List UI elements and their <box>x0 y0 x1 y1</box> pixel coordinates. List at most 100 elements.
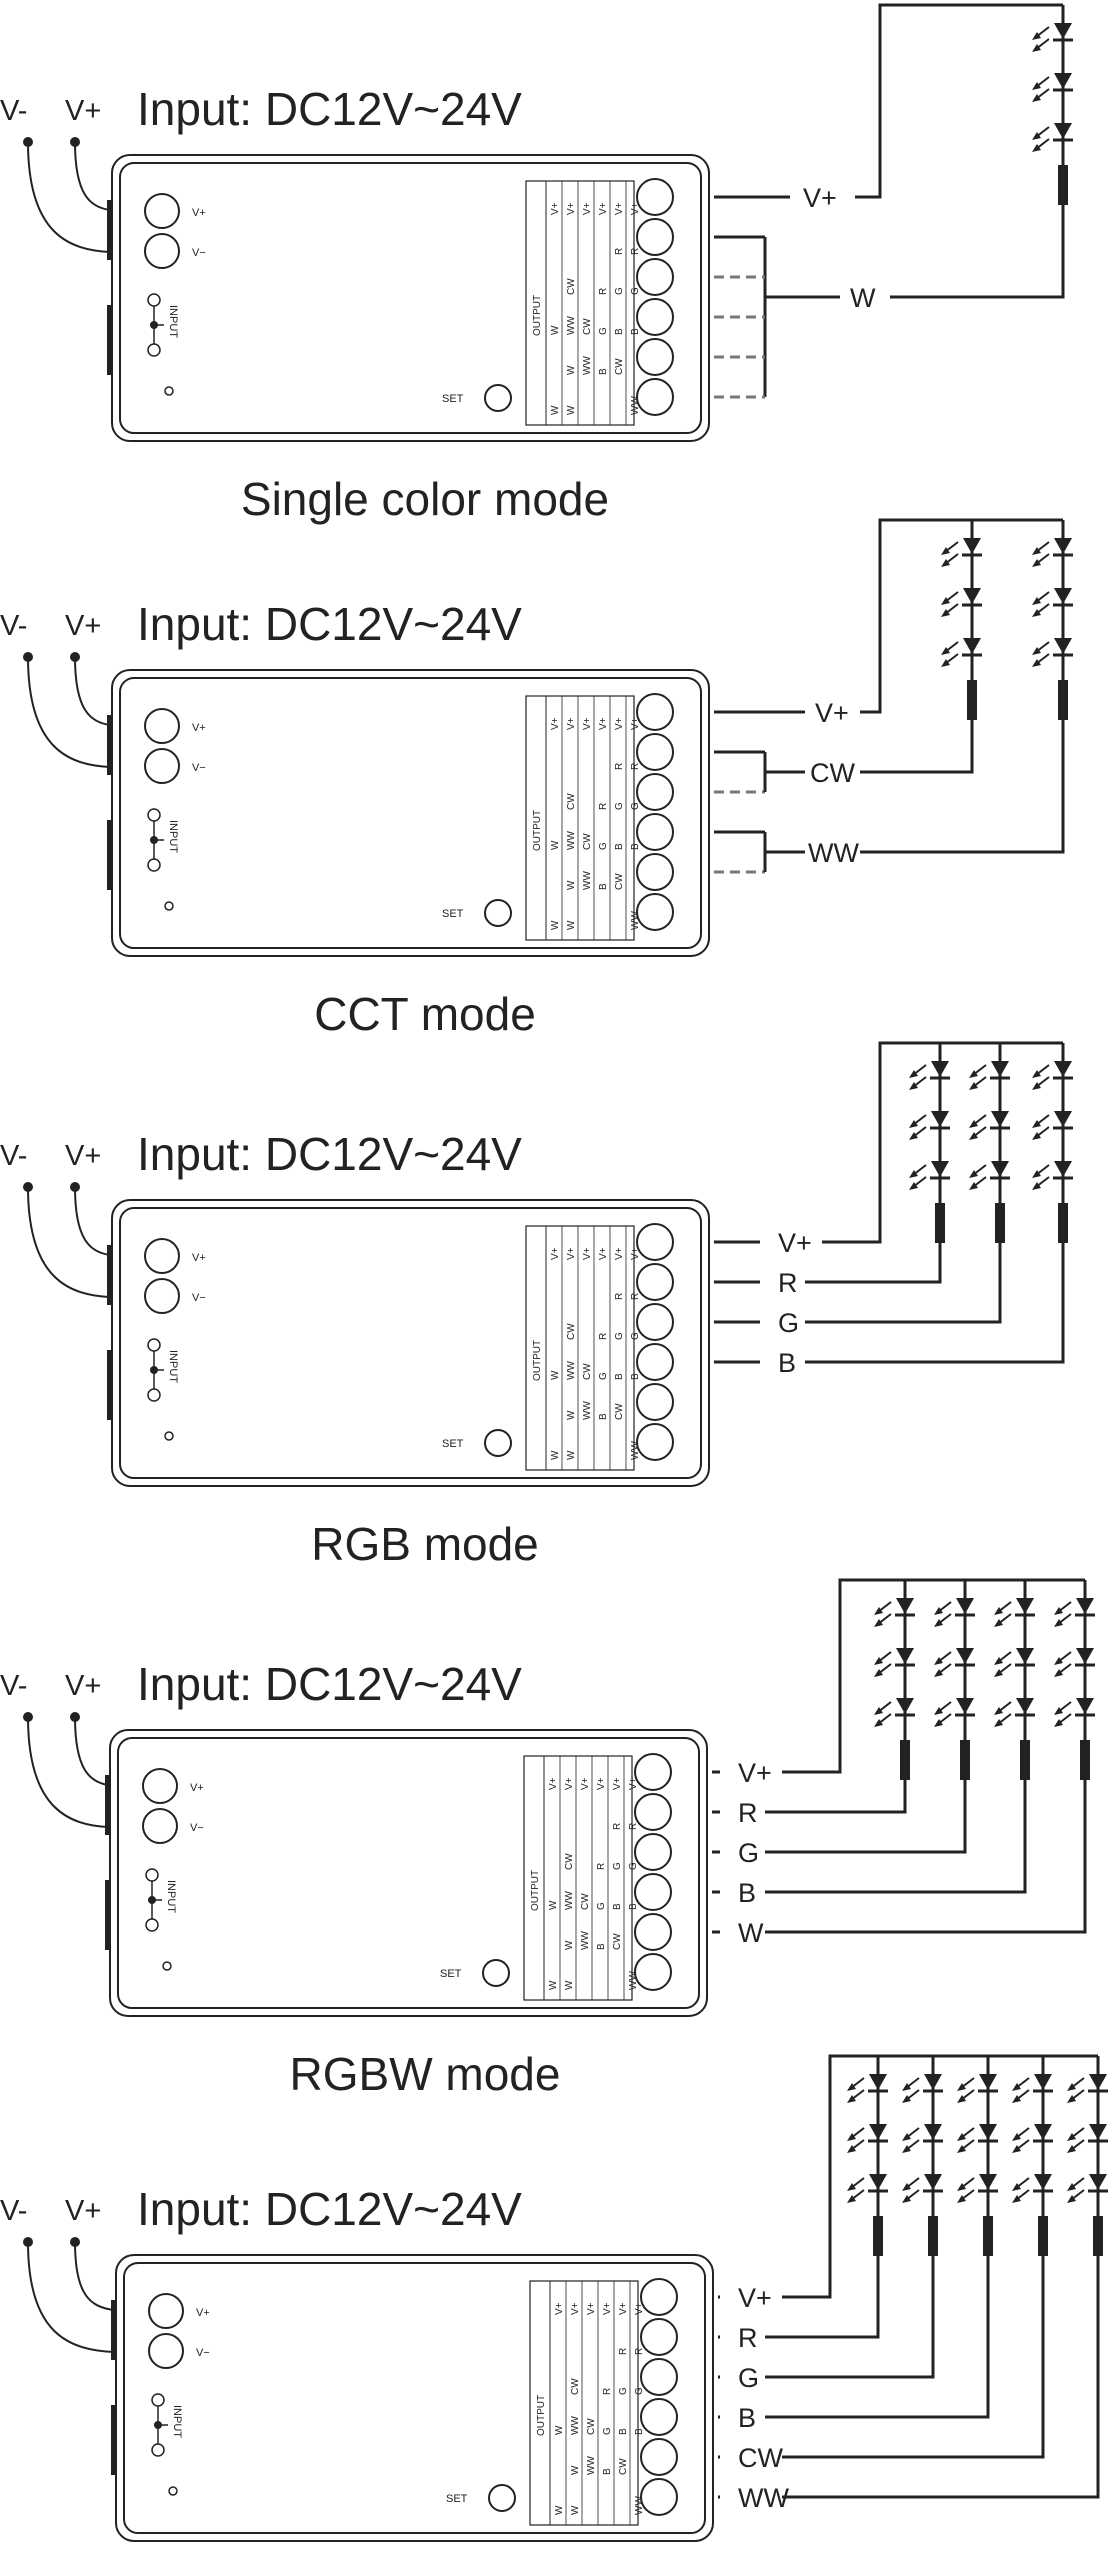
led-icon <box>994 1648 1035 1677</box>
led-icon <box>874 1698 915 1727</box>
output-terminal <box>636 338 674 376</box>
vplus-label: V+ <box>65 1670 101 1702</box>
output-table-cell: W <box>566 365 577 375</box>
output-terminal <box>636 813 674 851</box>
output-terminal <box>640 2478 678 2516</box>
output-table-cell: V+ <box>582 717 593 730</box>
resistor-icon <box>1058 680 1068 720</box>
input-port <box>111 2300 117 2360</box>
input-port <box>105 1775 111 1835</box>
output-table-cell: V+ <box>612 1777 623 1790</box>
output-wire-vplus <box>855 3 1063 199</box>
set-button <box>488 2484 516 2512</box>
output-table-cell: CW <box>570 2378 581 2395</box>
output-table-cell: B <box>598 1413 609 1420</box>
led-icon <box>957 2124 998 2153</box>
output-table-cell: G <box>628 1862 639 1870</box>
output-terminal <box>636 773 674 811</box>
output-table-cell: G <box>612 1862 623 1870</box>
output-table-cell: V+ <box>630 717 641 730</box>
led-icon <box>969 1061 1010 1090</box>
output-terminal <box>634 1753 672 1791</box>
led-icon <box>1032 23 1073 52</box>
led-icon <box>847 2174 888 2203</box>
device-outer-frame <box>111 669 710 957</box>
terminal-vminus-label: V− <box>196 2347 210 2359</box>
output-wire <box>765 1780 1027 1894</box>
vplus-wire <box>74 141 111 211</box>
wire-label: V+ <box>778 1228 812 1258</box>
polarity-minus-icon <box>147 1388 161 1402</box>
output-table-cell: W <box>550 840 561 850</box>
output-table-cell: V+ <box>614 1247 625 1260</box>
led-string <box>941 520 982 720</box>
led-icon <box>1012 2074 1053 2103</box>
output-table-cell: V+ <box>582 1247 593 1260</box>
device-inner-frame <box>117 1737 700 2009</box>
mode-section: V-V+Input: DC12V~24VV+V−INPUTSETOUTPUTWW… <box>0 3 1073 525</box>
output-wire-vplus <box>822 1041 1063 1244</box>
output-table-cell: W <box>550 325 561 335</box>
mode-section: V-V+Input: DC12V~24VV+V−INPUTSETOUTPUTWW… <box>0 518 1073 1040</box>
output-table-cell: WW <box>566 1361 577 1380</box>
output-table-cell: CW <box>582 1363 593 1380</box>
output-terminal <box>636 1263 674 1301</box>
vplus-wire <box>74 1716 109 1786</box>
output-wire-w <box>890 172 1065 299</box>
vminus-label: V- <box>0 1670 27 1702</box>
output-table-cell: R <box>630 248 641 255</box>
output-table-cell: G <box>598 327 609 335</box>
mode-title: RGBW mode <box>290 2048 561 2100</box>
input-spec-label: Input: DC12V~24V <box>137 83 522 135</box>
set-button <box>484 899 512 927</box>
output-table-cell: WW <box>570 2416 581 2435</box>
resistor-icon <box>983 2216 993 2256</box>
device-outer-frame <box>111 154 710 442</box>
resistor-icon <box>1080 1740 1090 1780</box>
input-spec-label: Input: DC12V~24V <box>137 1658 522 1710</box>
led-icon <box>1032 1061 1073 1090</box>
output-table-cell: WW <box>634 2496 645 2515</box>
output-table-cell: WW <box>582 1401 593 1420</box>
resistor-icon <box>960 1740 970 1780</box>
terminal-vminus-label: V− <box>192 247 206 259</box>
input-label: INPUT <box>165 1880 177 1913</box>
output-table-cell: WW <box>582 356 593 375</box>
led-icon <box>1032 123 1073 152</box>
output-terminal <box>636 1343 674 1381</box>
wire-label: V+ <box>738 2283 772 2313</box>
input-label: INPUT <box>167 820 179 853</box>
vminus-label: V- <box>0 1140 27 1172</box>
status-led-icon <box>164 386 174 396</box>
output-table-cell: W <box>566 880 577 890</box>
output-table-cell: WW <box>566 316 577 335</box>
led-icon <box>994 1598 1035 1627</box>
output-table-cell: V+ <box>598 202 609 215</box>
output-table-cell: WW <box>628 1971 639 1990</box>
output-table-cell: B <box>614 328 625 335</box>
resistor-icon <box>1038 2216 1048 2256</box>
output-terminal <box>634 1793 672 1831</box>
set-label: SET <box>442 393 464 405</box>
led-icon <box>941 638 982 667</box>
led-string <box>1032 1043 1073 1243</box>
output-terminal <box>634 1873 672 1911</box>
output-table-cell: W <box>554 2425 565 2435</box>
led-icon <box>957 2174 998 2203</box>
output-table-cell: W <box>564 1980 575 1990</box>
output-table-cell: B <box>614 1373 625 1380</box>
side-slot <box>107 820 113 890</box>
output-table-cell: V+ <box>554 2302 565 2315</box>
mode-title: RGB mode <box>311 1518 539 1570</box>
output-table-cell: B <box>614 843 625 850</box>
vplus-label: V+ <box>65 610 101 642</box>
output-table-cell: CW <box>582 318 593 335</box>
controller-device: V+V−INPUTSETOUTPUTWWV+WWWWCWV+WWCWV+BGRV… <box>107 669 710 957</box>
output-terminal <box>636 1423 674 1461</box>
terminal-vminus-label: V− <box>190 1822 204 1834</box>
output-table-cell: W <box>550 1370 561 1380</box>
output-table-cell: W <box>566 405 577 415</box>
input-spec-label: Input: DC12V~24V <box>137 2183 522 2235</box>
wire-label: B <box>778 1348 796 1378</box>
output-table-cell: V+ <box>548 1777 559 1790</box>
